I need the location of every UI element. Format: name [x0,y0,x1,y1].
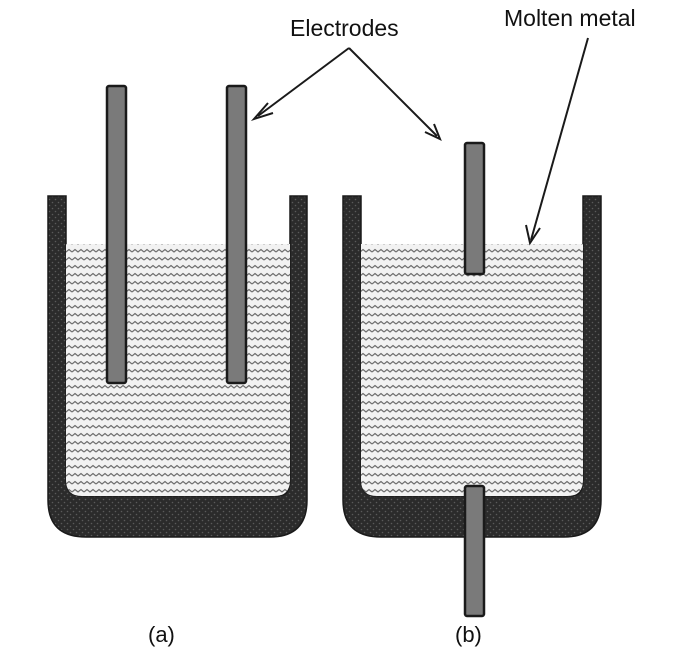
arrowhead-molten-metal [525,224,541,246]
caption-b: (b) [455,622,482,647]
arrow-electrodes-to-a [257,47,350,117]
electrode-a-left [105,84,128,385]
vessel-b [342,141,602,618]
annotation-arrows [250,37,589,246]
electrode-b-bottom [463,484,486,618]
vessel-a-molten-metal [66,244,290,496]
label-electrodes: Electrodes [290,15,399,41]
caption-a: (a) [148,622,175,647]
arrow-electrodes-to-b [348,47,438,137]
label-molten-metal: Molten metal [504,5,636,31]
vessel-b-molten-metal [361,244,583,496]
vessel-a [47,84,308,538]
arrow-molten-metal [530,37,589,241]
arrowhead-electrodes-to-b [424,123,442,141]
electrode-a-right [225,84,248,385]
electrode-b-top [463,141,486,276]
arrowhead-electrodes-to-a [250,102,274,122]
